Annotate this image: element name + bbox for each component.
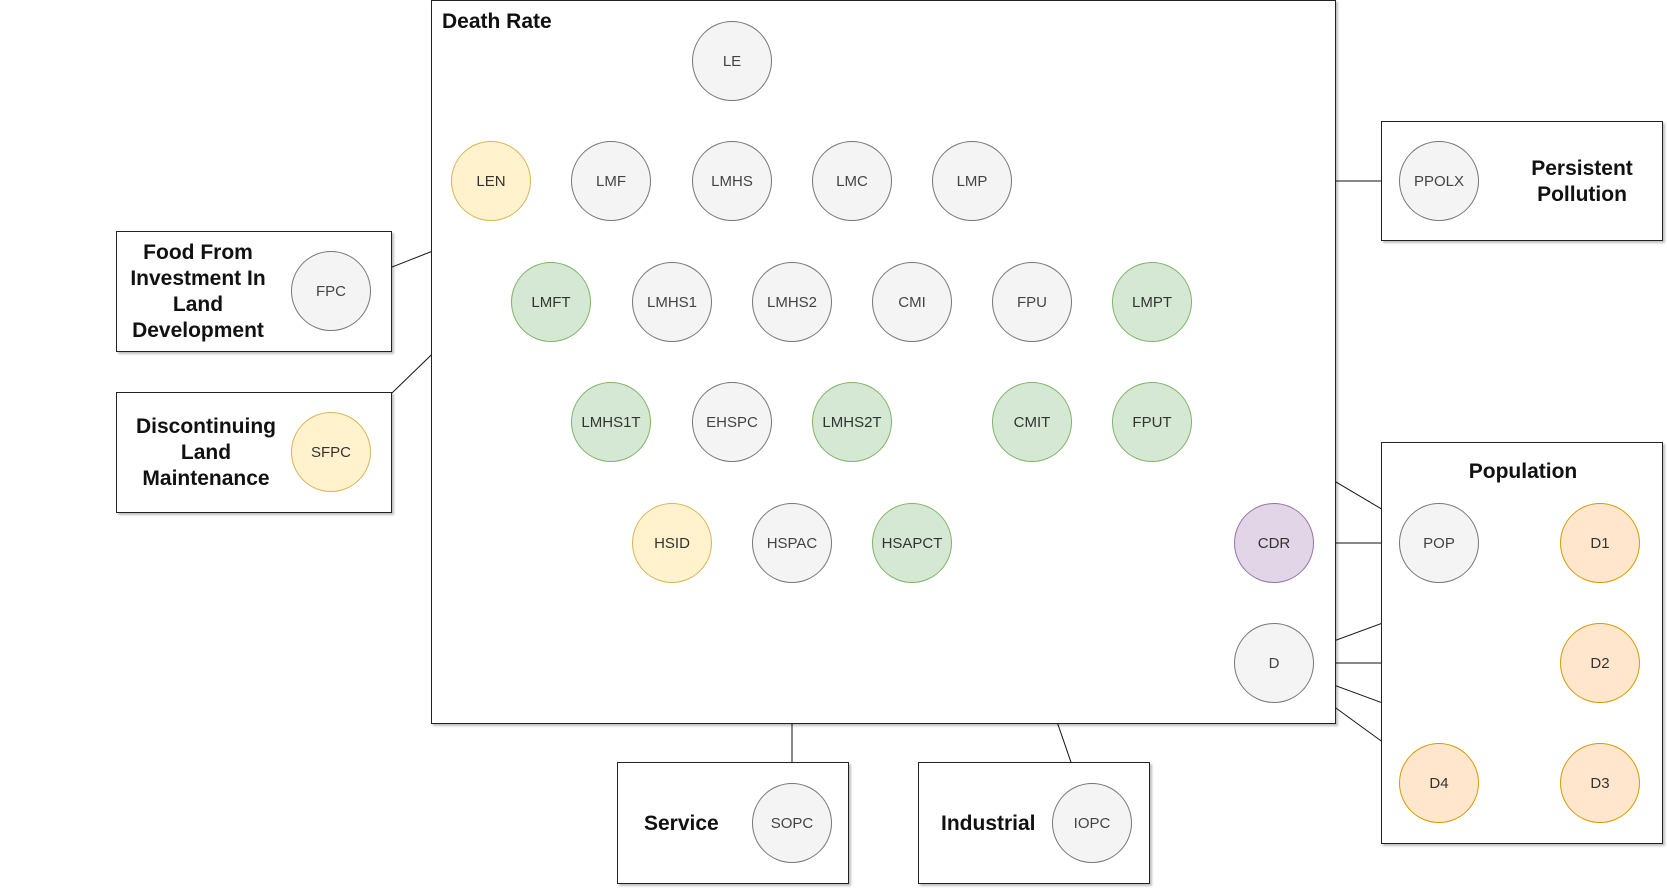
node-cmit: CMIT — [992, 382, 1072, 462]
node-lmpt: LMPT — [1112, 262, 1192, 342]
node-iopc: IOPC — [1052, 783, 1132, 863]
node-le: LE — [692, 21, 772, 101]
population-title: Population — [1468, 460, 1578, 483]
node-ehspc: EHSPC — [692, 382, 772, 462]
node-pop: POP — [1399, 503, 1479, 583]
service-title: Service — [644, 812, 719, 835]
node-d4: D4 — [1399, 743, 1479, 823]
node-fpc: FPC — [291, 251, 371, 331]
node-hsapct: HSAPCT — [872, 503, 952, 583]
node-lmf: LMF — [571, 141, 651, 221]
persistent-pollution-title: Persistent Pollution — [1531, 157, 1633, 206]
death-rate-group: Death Rate — [431, 0, 1336, 724]
node-d: D — [1234, 623, 1314, 703]
node-hspac: HSPAC — [752, 503, 832, 583]
industrial-title: Industrial — [941, 812, 1036, 835]
node-cmi: CMI — [872, 262, 952, 342]
node-fput: FPUT — [1112, 382, 1192, 462]
node-lmhs: LMHS — [692, 141, 772, 221]
node-lmft: LMFT — [511, 262, 591, 342]
node-lmhs1: LMHS1 — [632, 262, 712, 342]
node-lmhs2: LMHS2 — [752, 262, 832, 342]
discontinuing-title: Discontinuing Land Maintenance — [136, 415, 276, 490]
node-fpu: FPU — [992, 262, 1072, 342]
node-sfpc: SFPC — [291, 412, 371, 492]
node-cdr: CDR — [1234, 503, 1314, 583]
node-ppolx: PPOLX — [1399, 141, 1479, 221]
node-lmc: LMC — [812, 141, 892, 221]
node-d3: D3 — [1560, 743, 1640, 823]
node-sopc: SOPC — [752, 783, 832, 863]
death-rate-title: Death Rate — [442, 10, 552, 33]
node-lmhs1t: LMHS1T — [571, 382, 651, 462]
food-title: Food From Investment In Land Development — [130, 241, 266, 342]
node-len: LEN — [451, 141, 531, 221]
discontinuing-group: Discontinuing Land Maintenance — [116, 392, 392, 513]
node-lmhs2t: LMHS2T — [812, 382, 892, 462]
node-lmp: LMP — [932, 141, 1012, 221]
node-d2: D2 — [1560, 623, 1640, 703]
node-d1: D1 — [1560, 503, 1640, 583]
node-hsid: HSID — [632, 503, 712, 583]
